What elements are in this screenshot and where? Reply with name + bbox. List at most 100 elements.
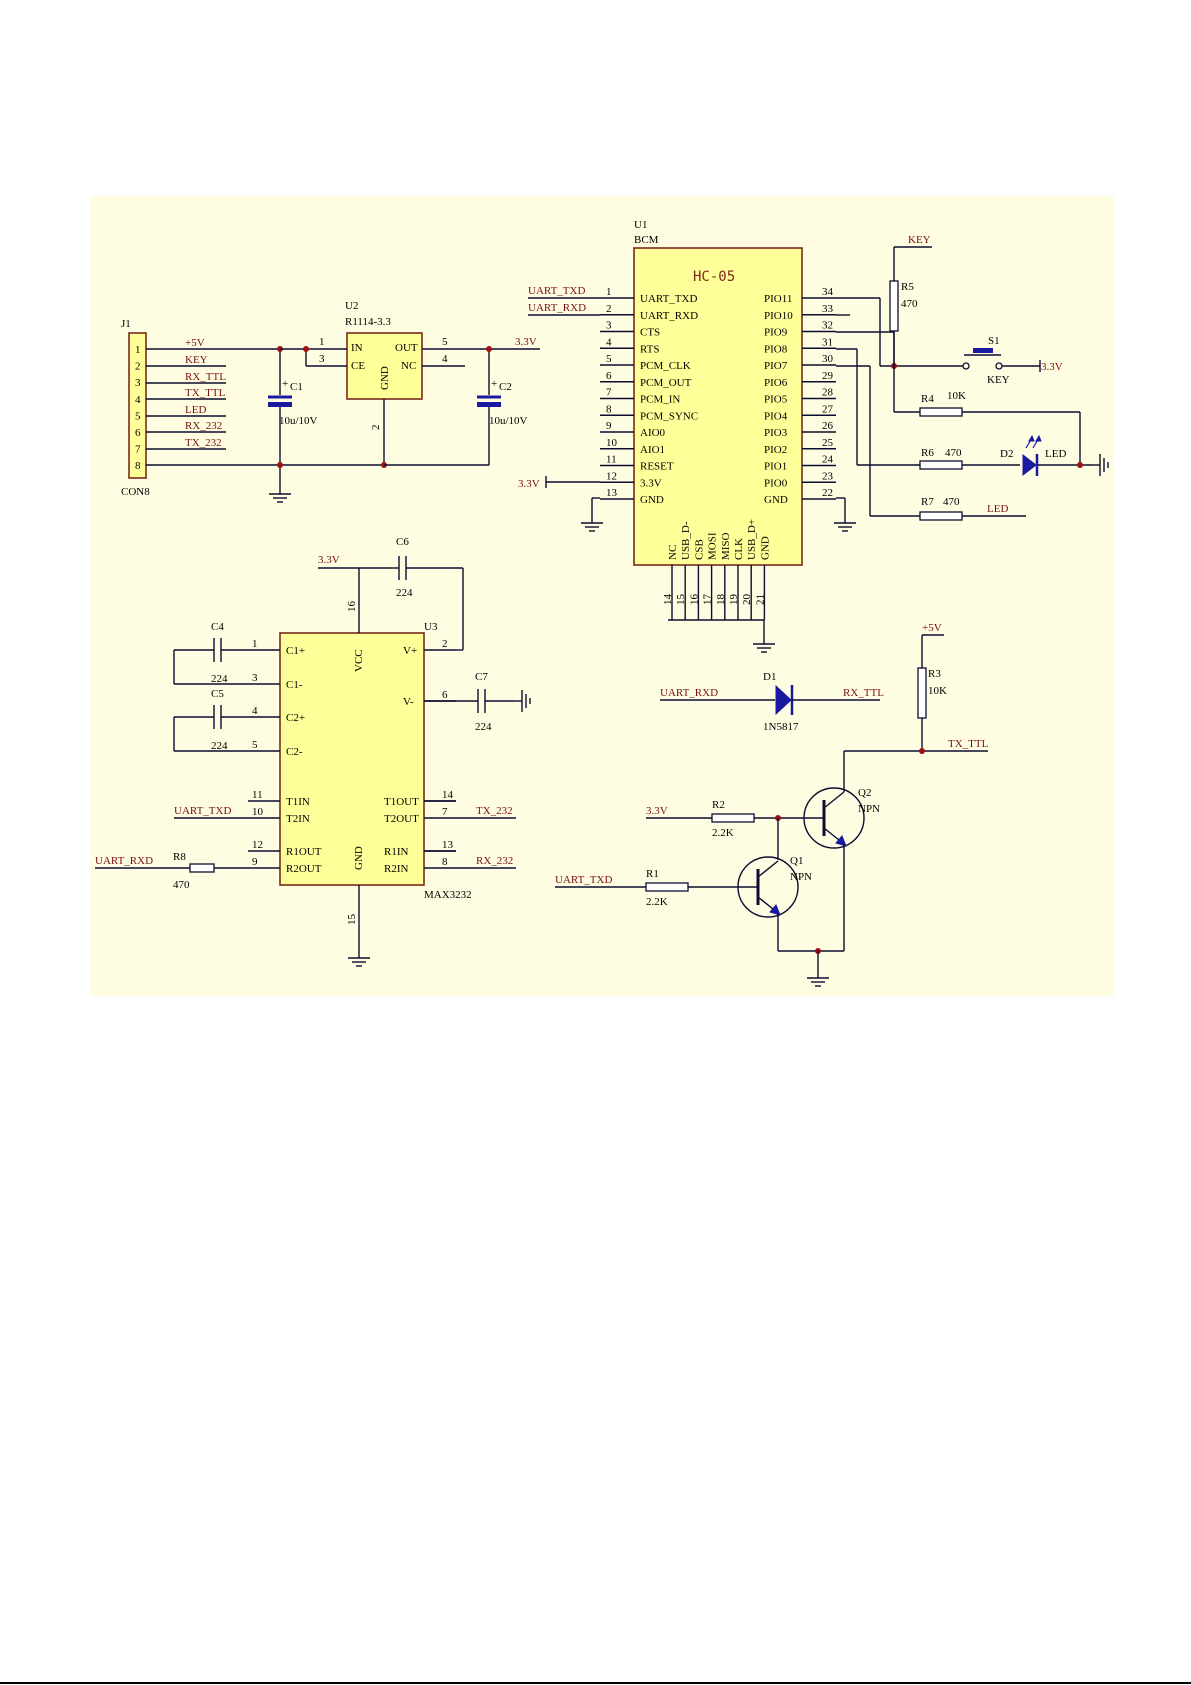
u3-pin-number: 2 (442, 638, 448, 650)
u1-pin-label: MISO (720, 532, 732, 560)
r2-net: 3.3V (646, 805, 668, 817)
j1-ref: J1 (121, 318, 131, 330)
u1-pin-label: AIO1 (640, 444, 665, 456)
svg-text:GND: GND (379, 366, 391, 390)
u1-pin-label: NC (667, 545, 679, 560)
u3-pin-number: 9 (252, 856, 258, 868)
u1-pin-label: RESET (640, 461, 674, 473)
u3-max3232: U3 MAX3232 VCC GND C1+1C1-3C2+4C2-5T1IN1… (95, 536, 531, 967)
u1-pin-number: 3 (606, 320, 612, 332)
u3-pin-number: 4 (252, 705, 258, 717)
c1-ref: C1 (290, 381, 303, 393)
u1-pin-number: 32 (822, 320, 833, 332)
d1-ref: D1 (763, 671, 776, 683)
r6-ref: R6 (921, 447, 934, 459)
s1-switch: S1 KEY 3.3V (962, 335, 1063, 386)
u1-pin-label: PIO10 (764, 310, 793, 322)
r5-resistor: KEY R5 470 (889, 234, 932, 349)
s1-ref: S1 (988, 335, 1000, 347)
c7-value: 224 (475, 721, 492, 733)
svg-text:CE: CE (351, 360, 365, 372)
u1-pin-label: PIO5 (764, 394, 788, 406)
u3-net-rx-232: RX_232 (476, 855, 513, 867)
u3-pin-number: 14 (442, 789, 454, 801)
u3-pin-number: 8 (442, 856, 448, 868)
r6-value: 470 (945, 447, 962, 459)
u1-pin-number: 9 (606, 420, 612, 432)
u2-ref: U2 (345, 300, 358, 312)
u1-pin-number: 11 (606, 454, 617, 466)
u1-net-uart-rxd: UART_RXD (528, 302, 586, 314)
u1-pin-number: 16 (688, 594, 700, 606)
u3-net-uart-rxd: UART_RXD (95, 855, 153, 867)
u1-pin-label: PIO4 (764, 410, 788, 422)
u1-ref: U1 (634, 219, 647, 231)
d1-part: 1N5817 (763, 721, 799, 733)
u1-pin-number: 31 (822, 336, 833, 348)
r1-net: UART_TXD (555, 874, 612, 886)
u3-part: MAX3232 (424, 889, 472, 901)
u1-pin-label: PCM_OUT (640, 377, 692, 389)
u3-supply-net: 3.3V (318, 554, 340, 566)
r3-resistor: +5V R3 10K (917, 622, 947, 751)
u3-net-uart-txd: UART_TXD (174, 805, 231, 817)
r1-ref: R1 (646, 868, 659, 880)
c2-value: 10u/10V (489, 415, 528, 427)
u1-pin-number: 20 (741, 594, 753, 606)
r3-value: 10K (928, 685, 947, 697)
svg-text:1: 1 (319, 336, 325, 348)
net-label-key: KEY (185, 354, 208, 366)
u1-pin-number: 15 (675, 594, 687, 606)
r2-value: 2.2K (712, 827, 734, 839)
j1-pin-number: 4 (135, 394, 141, 406)
r7-resistor: R7 470 LED (870, 496, 1026, 521)
c4-value: 224 (211, 673, 228, 685)
svg-text:IN: IN (351, 342, 363, 354)
svg-text:3: 3 (319, 353, 325, 365)
q1-ref: Q1 (790, 855, 803, 867)
u1-pin-label: 3.3V (640, 477, 662, 489)
c6-ref: C6 (396, 536, 409, 548)
j1-pin-number: 2 (135, 361, 141, 373)
u1-pin-label: CTS (640, 327, 660, 339)
u3-pin-label: R2OUT (286, 863, 322, 875)
r3-net: +5V (922, 622, 942, 634)
r4-resistor: R4 10K (894, 390, 1081, 465)
u3-pin-label: T1IN (286, 796, 310, 808)
u1-supply-net: 3.3V (518, 478, 540, 490)
u3-pin-number: 1 (252, 638, 258, 650)
u3-ref: U3 (424, 621, 438, 633)
r4-value: 10K (947, 390, 966, 402)
r7-ref: R7 (921, 496, 934, 508)
r1-resistor: UART_TXD R1 2.2K (555, 868, 758, 908)
c2-ref: C2 (499, 381, 512, 393)
u1-title: HC-05 (693, 269, 735, 285)
u1-pin-number: 28 (822, 387, 834, 399)
d1-in-net: UART_RXD (660, 687, 718, 699)
r7-net: LED (987, 503, 1008, 515)
u3-pin-label: C1- (286, 679, 303, 691)
q2-type: NPN (858, 803, 880, 815)
u1-pin-label: PIO2 (764, 444, 787, 456)
u3-pin-number: 11 (252, 789, 263, 801)
u1-hc05-module: U1 BCM HC-05 UART_TXD1UART_RXD2CTS3RTS4P… (518, 219, 857, 653)
u1-pin-number: 7 (606, 387, 612, 399)
u1-pin-label: PIO3 (764, 427, 788, 439)
u1-pin-number: 5 (606, 353, 612, 365)
u1-pin-number: 33 (822, 303, 834, 315)
j1-pin-number: 1 (135, 344, 141, 356)
u1-pin-number: 26 (822, 420, 834, 432)
c1-capacitor: + C1 10u/10V (268, 346, 318, 503)
d2-ref: D2 (1000, 448, 1013, 460)
u1-pin-label: AIO0 (640, 427, 666, 439)
net-label-rx-ttl: RX_TTL (185, 371, 226, 383)
u1-pin-number: 22 (822, 487, 833, 499)
c7-ref: C7 (475, 671, 488, 683)
u3-pin-label: T2OUT (384, 813, 419, 825)
net-label-tx-ttl: TX_TTL (185, 387, 226, 399)
q2-transistor: Q2 NPN (803, 751, 880, 951)
u1-pin-label: GND (759, 536, 771, 560)
u1-pin-label: PIO7 (764, 360, 788, 372)
u1-pin-number: 34 (822, 286, 834, 298)
net-label-tx-232: TX_232 (185, 437, 222, 449)
